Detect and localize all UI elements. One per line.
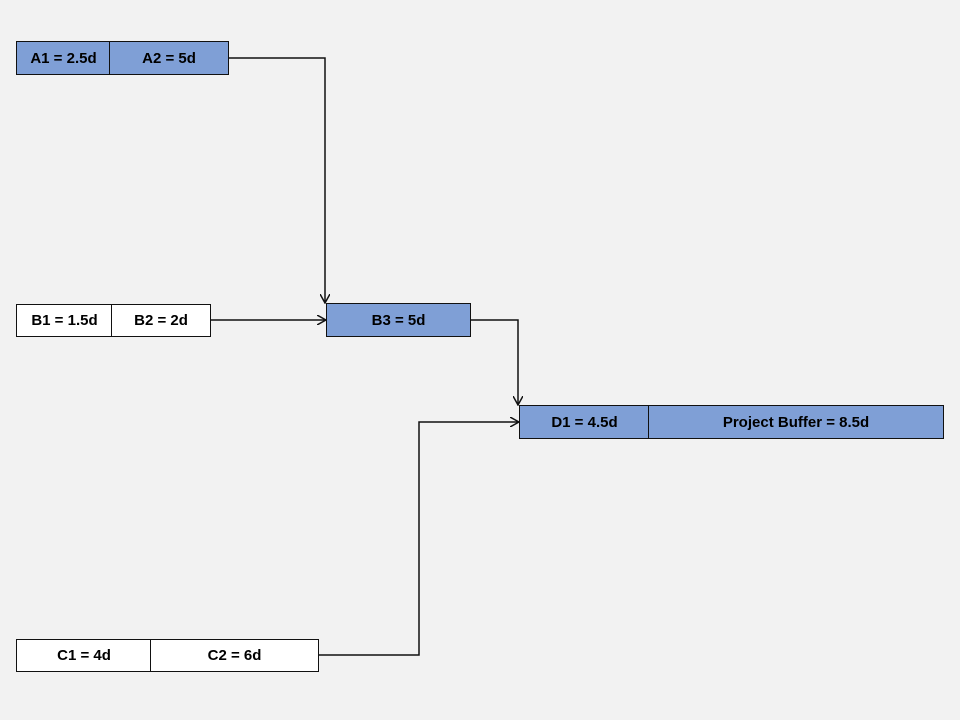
task-project-buffer[interactable]: Project Buffer = 8.5d <box>648 405 944 439</box>
connector-a2-to-b3 <box>229 57 325 303</box>
connector-c2-to-d1 <box>319 422 519 656</box>
task-b1[interactable]: B1 = 1.5d <box>16 304 113 337</box>
task-b2[interactable]: B2 = 2d <box>111 304 211 337</box>
task-b3[interactable]: B3 = 5d <box>326 303 471 337</box>
task-c1[interactable]: C1 = 4d <box>16 639 152 672</box>
task-a2[interactable]: A2 = 5d <box>109 41 229 75</box>
task-d1[interactable]: D1 = 4.5d <box>519 405 650 439</box>
connector-b3-to-d1 <box>471 319 518 405</box>
task-c2[interactable]: C2 = 6d <box>150 639 319 672</box>
task-a1[interactable]: A1 = 2.5d <box>16 41 111 75</box>
